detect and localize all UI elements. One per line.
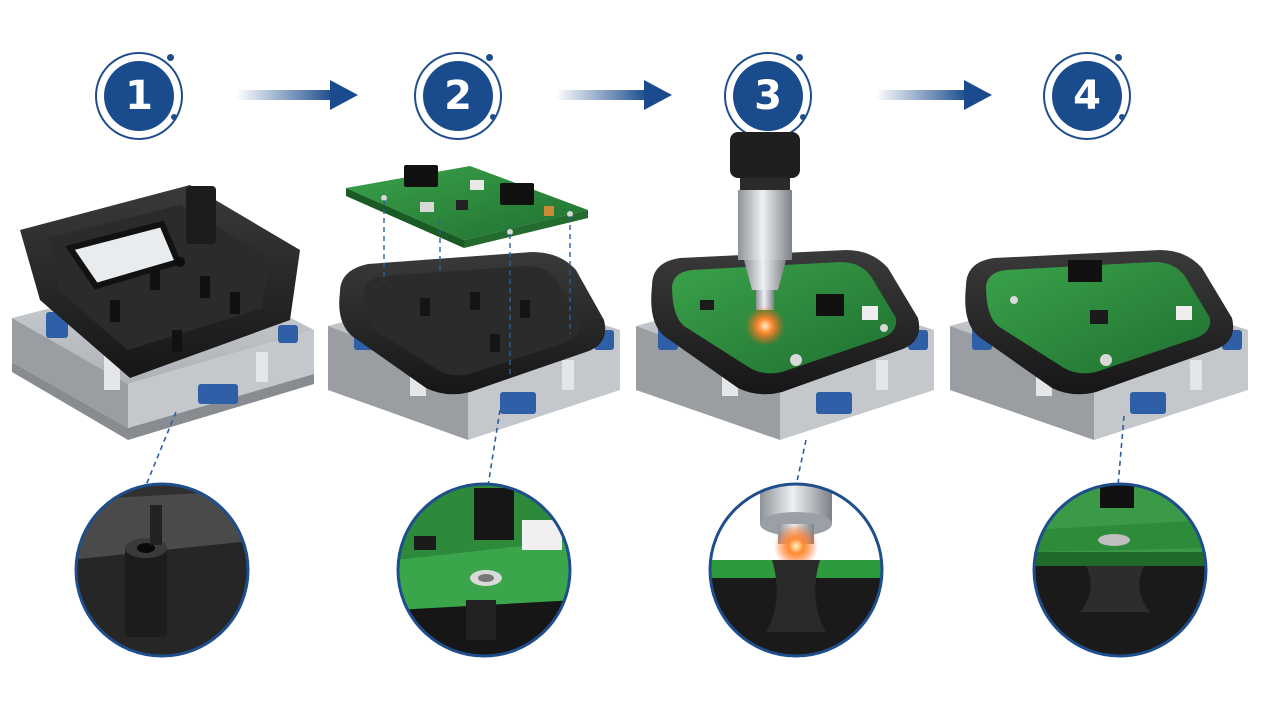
step-1-callout-line [139, 411, 177, 501]
step-2-alignment-lines [383, 200, 571, 378]
step-2-pcb [346, 165, 588, 248]
arrow-2-to-3 [556, 80, 672, 110]
step-4-detail-zoom [1032, 482, 1208, 658]
step-1-badge: 1 [95, 52, 183, 140]
step-4-callout-line [1117, 415, 1125, 487]
step-1-housing [20, 185, 300, 378]
step-4-housing [965, 250, 1234, 395]
step-2-housing [339, 252, 606, 395]
step-3-callout-line [795, 439, 807, 487]
step-2-number: 2 [423, 61, 493, 131]
step-3-number: 3 [733, 61, 803, 131]
step-3-badge: 3 [724, 52, 812, 140]
step-1-number: 1 [104, 61, 174, 131]
step-4-badge: 4 [1043, 52, 1131, 140]
step-4-number: 4 [1052, 61, 1122, 131]
step-2-badge: 2 [414, 52, 502, 140]
step-2-detail-zoom [396, 482, 572, 658]
step-3-detail-zoom [708, 482, 884, 658]
arrow-1-to-2 [236, 80, 358, 110]
arrow-3-to-4 [876, 80, 992, 110]
step-3-housing [651, 250, 920, 395]
step-2-callout-line [487, 409, 501, 487]
step-1-detail-zoom [74, 482, 250, 658]
step-3-heat-staking-tool [730, 132, 800, 346]
